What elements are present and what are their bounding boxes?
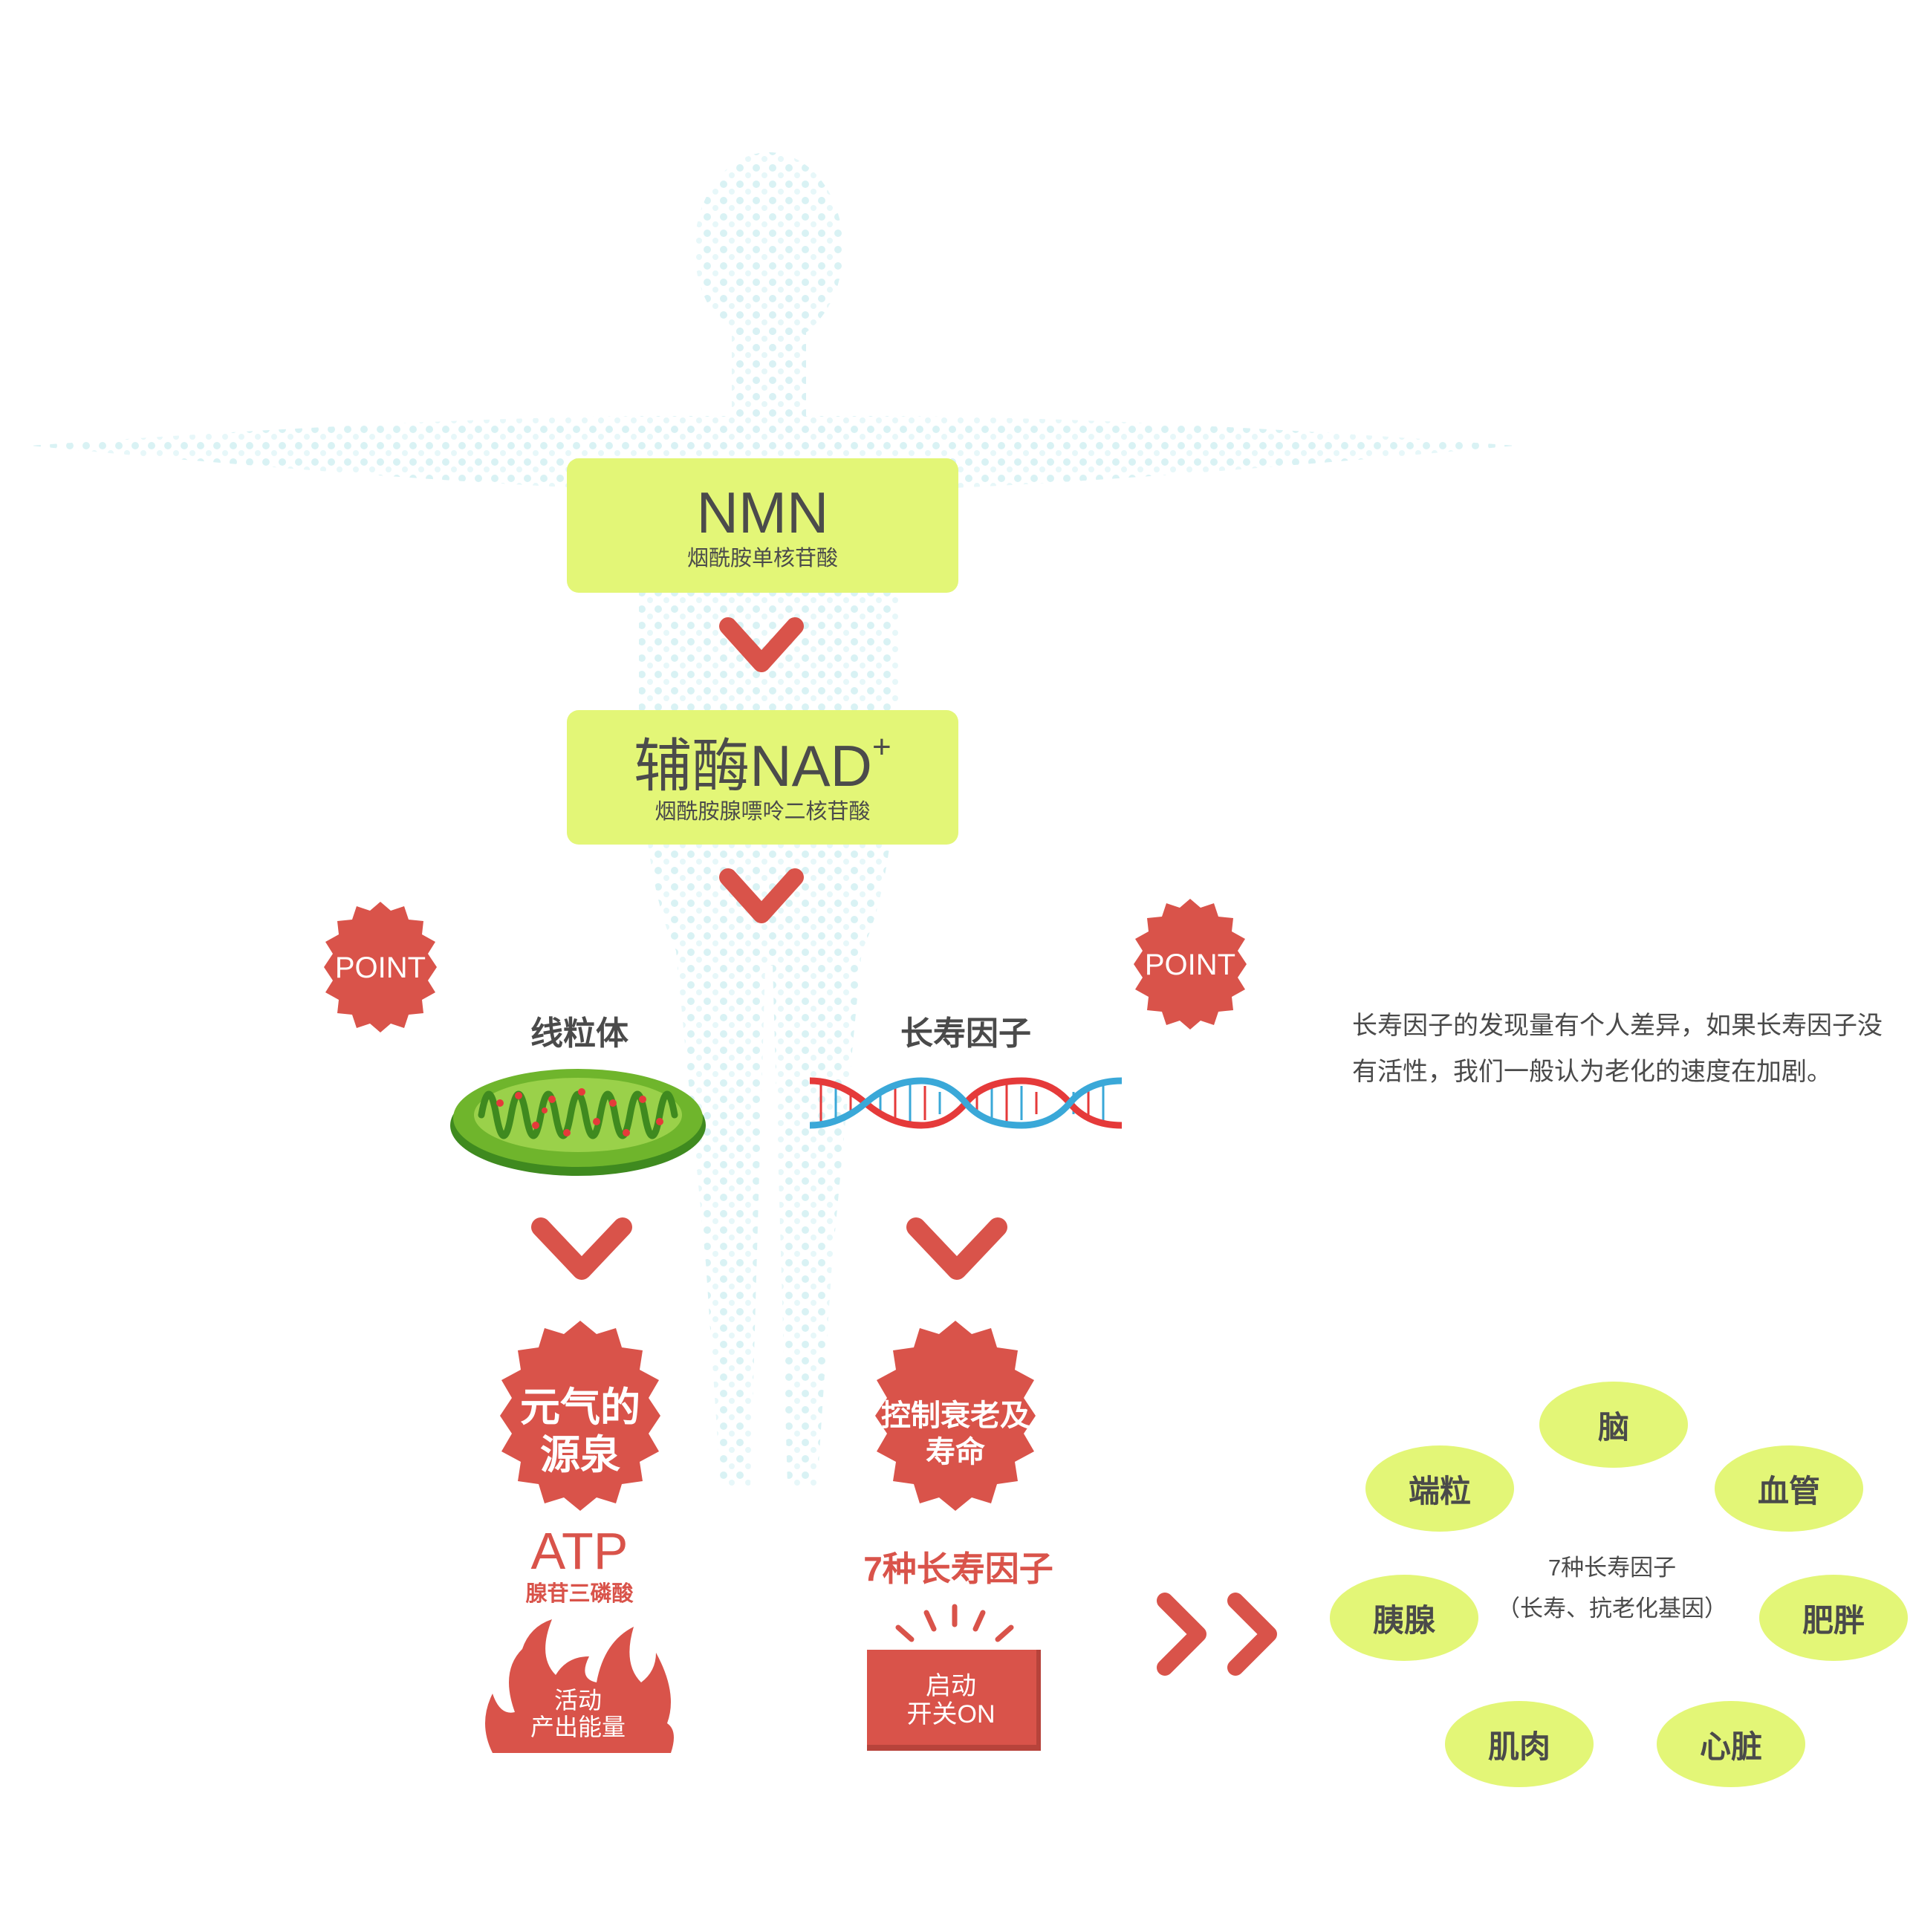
longevity-factor-heading: 长寿因子: [900, 1015, 1031, 1052]
atp-subtitle: 腺苷三磷酸: [525, 1582, 634, 1606]
nad-box: 辅酶NAD+ 烟酰胺腺嘌呤二核苷酸: [567, 710, 958, 845]
organ-blood-vessel: 血管: [1715, 1445, 1863, 1532]
nmn-subtitle: 烟酰胺单核苷酸: [686, 547, 838, 570]
chevron-down-icon: [719, 868, 804, 923]
nmn-box: NMN 烟酰胺单核苷酸: [567, 458, 958, 593]
cluster-center-line1: 7种长寿因子: [1547, 1555, 1677, 1581]
seven-factors-title: 7种长寿因子: [863, 1549, 1053, 1588]
organ-obesity: 肥胖: [1759, 1575, 1908, 1661]
point-badge-right: [1134, 899, 1247, 1030]
atp-label: ATP: [530, 1522, 629, 1580]
mitochondria-heading: 线粒体: [530, 1015, 629, 1052]
nad-superscript: +: [871, 729, 891, 765]
energy-source-line1: 元气的: [520, 1385, 640, 1430]
dna-icon: [809, 1077, 1123, 1129]
organ-heart: 心脏: [1657, 1701, 1805, 1787]
flame-line2: 产出能量: [530, 1714, 626, 1740]
nad-subtitle: 烟酰胺腺嘌呤二核苷酸: [655, 800, 871, 824]
aging-control-line1: 控制衰老及: [881, 1399, 1030, 1432]
switch-icon: [867, 1604, 1041, 1751]
chevron-down-icon: [719, 617, 804, 672]
point-label-left: POINT: [334, 952, 426, 984]
organ-pancreas: 胰腺: [1330, 1575, 1478, 1661]
switch-line2: 开关ON: [906, 1700, 996, 1728]
aging-control-line2: 寿命: [926, 1436, 985, 1468]
energy-source-badge: [500, 1321, 660, 1511]
organ-muscle: 肌肉: [1445, 1701, 1594, 1787]
cluster-center-line2: （长寿、抗老化基因）: [1497, 1596, 1727, 1622]
double-chevron-right-icon: [1157, 1593, 1277, 1676]
mitochondria-icon: [450, 1069, 706, 1176]
nmn-title: NMN: [696, 480, 829, 545]
organ-brain: 脑: [1539, 1382, 1688, 1468]
flame-icon: [485, 1619, 674, 1753]
switch-line1: 启动: [926, 1672, 976, 1700]
chevron-down-icon: [906, 1217, 1007, 1280]
longevity-note: 长寿因子的发现量有个人差异，如果长寿因子没有活性，我们一般认为老化的速度在加剧。: [1352, 1012, 1883, 1086]
point-label-right: POINT: [1144, 949, 1236, 981]
energy-source-line2: 源泉: [540, 1433, 620, 1477]
nad-title: 辅酶NAD: [634, 733, 872, 799]
organ-telomere: 端粒: [1365, 1445, 1514, 1532]
flame-line1: 活动: [553, 1687, 602, 1714]
chevron-down-icon: [531, 1217, 632, 1280]
aging-control-badge: [875, 1321, 1036, 1511]
point-badge-left: [324, 902, 437, 1032]
